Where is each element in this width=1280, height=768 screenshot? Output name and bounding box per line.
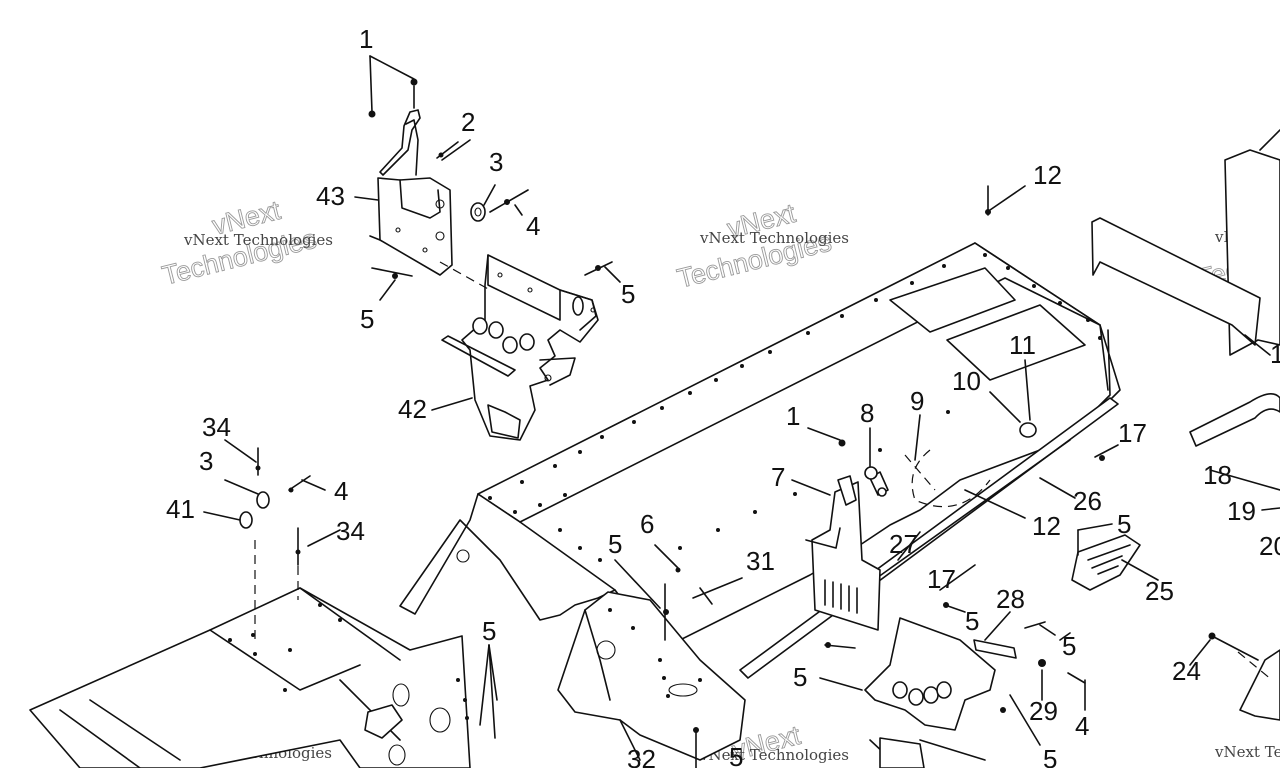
screw-5-right [584, 261, 621, 283]
callout-27: 27 [889, 529, 918, 559]
callout-24: 24 [1172, 656, 1201, 686]
callout-42: 42 [398, 394, 427, 424]
callout-43: 43 [316, 181, 345, 211]
lower-center-bracket [864, 617, 996, 768]
handle-18 [1189, 393, 1280, 447]
callout-12: 12 [1033, 160, 1062, 190]
callout-7: 7 [771, 462, 785, 492]
callout-4: 4 [1075, 711, 1089, 741]
bracket-43 [369, 109, 453, 276]
callout-17: 17 [927, 564, 956, 594]
callout-5: 5 [608, 529, 622, 559]
rear-bracket-25 [1071, 534, 1141, 591]
tunnel-rivets [488, 253, 1102, 562]
watermark-center: Technologies vNext vNext Technologies [674, 197, 849, 294]
callout-5: 5 [621, 279, 635, 309]
callout-5: 5 [360, 304, 374, 334]
callout-5: 5 [729, 742, 743, 768]
callout-5: 5 [1117, 509, 1131, 539]
callout-3: 3 [489, 147, 503, 177]
callout-5: 5 [482, 616, 496, 646]
callout-9: 9 [910, 386, 924, 416]
callout-10: 10 [952, 366, 981, 396]
callout-20: 20 [1259, 531, 1280, 561]
callout-41: 41 [166, 494, 195, 524]
watermark-line-text: vNext Technologies [699, 229, 849, 247]
callout-8: 8 [860, 398, 874, 428]
watermark-line-text: vNext Technologies [1214, 743, 1280, 761]
callout-1: 1 [786, 401, 800, 431]
screws-1-top [368, 55, 418, 118]
screw-5-left [371, 267, 413, 301]
callout-5: 5 [965, 606, 979, 636]
callout-28: 28 [996, 584, 1025, 614]
tunnel-main [399, 242, 1121, 651]
right-upper-bracket [1091, 129, 1280, 356]
callout-19: 19 [1227, 496, 1256, 526]
watermark-bottom-right: vNext Technologies [1214, 743, 1280, 761]
bracket-42 [431, 254, 599, 441]
watermark-line-text: vNext Technologies [699, 746, 849, 764]
callout-3: 3 [199, 446, 213, 476]
callout-25: 25 [1145, 576, 1174, 606]
watermark-left: Technologies vNext vNext Technologies [159, 194, 333, 291]
callout-5: 5 [1062, 631, 1076, 661]
callout-1: 1 [359, 24, 373, 54]
bracket-2 [405, 119, 459, 176]
leader-lines [224, 139, 1280, 768]
callout-31: 31 [746, 546, 775, 576]
callout-6: 6 [640, 509, 654, 539]
callout-12: 12 [1032, 511, 1061, 541]
callout-34: 34 [202, 412, 231, 442]
support-28 [973, 624, 1056, 667]
lower-left-frame [29, 540, 471, 768]
side-panel-32 [557, 591, 746, 761]
clip-3 [470, 184, 496, 222]
callout-4: 4 [334, 476, 348, 506]
fastener-31 [692, 577, 743, 605]
callout-4: 4 [526, 211, 540, 241]
callout-1: 1 [1270, 339, 1280, 369]
callout-32: 32 [627, 744, 656, 768]
fastener-4 [489, 189, 529, 216]
callout-labels: 1 2 3 4 43 5 5 42 34 3 4 41 34 5 12 11 1… [166, 24, 1280, 768]
callout-17: 17 [1118, 418, 1147, 448]
callout-29: 29 [1029, 696, 1058, 726]
center-bracket-27 [805, 454, 936, 631]
left-fasteners [203, 447, 311, 566]
callout-11: 11 [1009, 330, 1036, 360]
callout-26: 26 [1073, 486, 1102, 516]
callout-2: 2 [461, 107, 475, 137]
bracket-24 [1208, 632, 1280, 721]
callout-5: 5 [793, 662, 807, 692]
callout-18: 18 [1203, 460, 1232, 490]
callout-34: 34 [336, 516, 365, 546]
callout-5: 5 [1043, 744, 1057, 768]
watermark-line-text: vNext Technologies [183, 231, 333, 249]
